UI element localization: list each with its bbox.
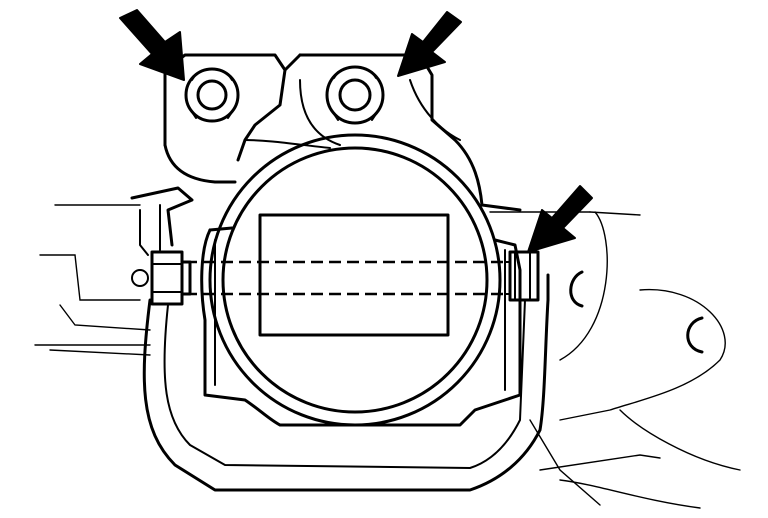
engine-background-lines <box>34 204 741 509</box>
callout-arrow-right <box>527 185 593 253</box>
throttle-shaft <box>185 260 505 296</box>
arrow-icon <box>527 185 593 253</box>
lower-adapter-outline <box>142 273 550 492</box>
right-mounting-bolt <box>504 250 540 302</box>
arrow-icon <box>397 11 462 77</box>
side-mounting-holes <box>569 270 704 354</box>
left-shaft-bolt <box>131 250 192 306</box>
arrow-icon <box>119 9 185 81</box>
callout-arrow-upper-left <box>119 9 185 81</box>
throttle-plate <box>258 213 450 337</box>
left-retaining-clip <box>130 186 194 256</box>
upper-left-mounting-nut <box>184 67 240 123</box>
mounting-bracket <box>163 53 522 212</box>
callout-arrow-upper-right <box>397 11 462 77</box>
throttle-bore <box>208 133 502 427</box>
upper-right-mounting-nut <box>325 65 385 125</box>
throttle-body-housing <box>200 226 522 427</box>
